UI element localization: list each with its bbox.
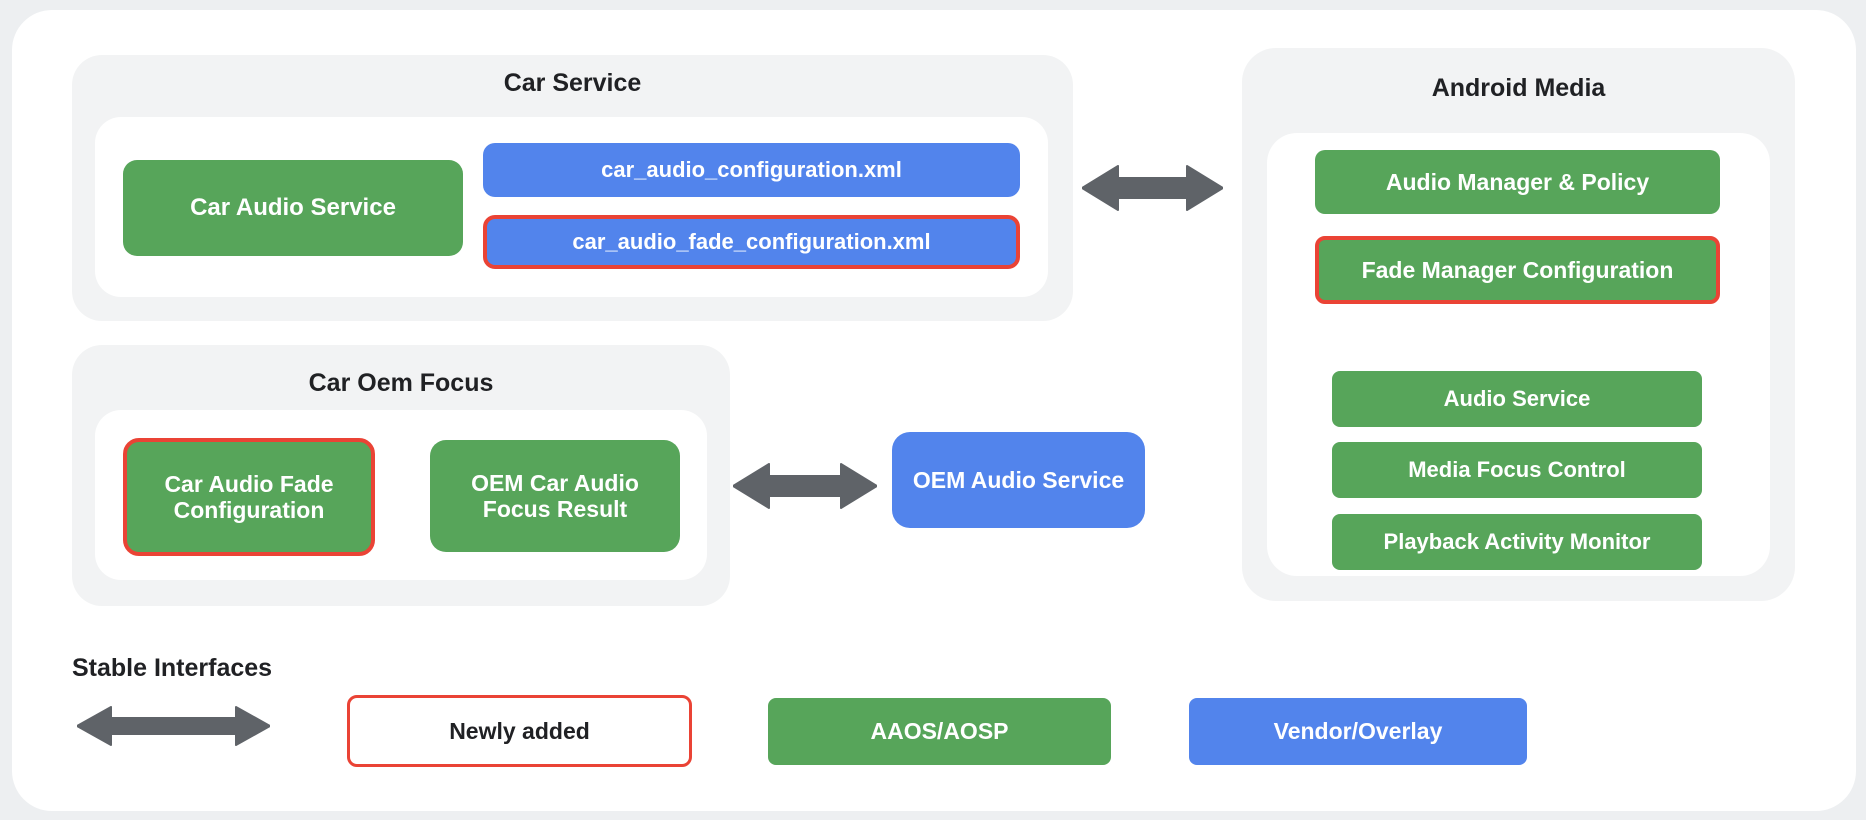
car-audio-fade-configuration-xml-box: car_audio_fade_configuration.xml <box>483 215 1020 269</box>
oem-car-audio-focus-result-box: OEM Car Audio Focus Result <box>430 440 680 552</box>
playback-activity-monitor-box: Playback Activity Monitor <box>1332 514 1702 570</box>
bidirectional-arrow-icon <box>77 706 270 746</box>
legend-aaos-aosp-box: AAOS/AOSP <box>768 698 1111 765</box>
car-service-title: Car Service <box>503 69 642 97</box>
car-oem-focus-title: Car Oem Focus <box>308 369 494 397</box>
car-audio-configuration-xml-box: car_audio_configuration.xml <box>483 143 1020 197</box>
bidirectional-arrow-icon <box>733 463 877 509</box>
stable-interfaces-label: Stable Interfaces <box>72 654 273 682</box>
car-audio-fade-configuration-box: Car Audio Fade Configuration <box>123 438 375 556</box>
legend-newly-added-box: Newly added <box>347 695 692 767</box>
android-media-group: Android Media Audio Manager & Policy Fad… <box>1242 48 1795 601</box>
car-service-inner-panel: Car Audio Service car_audio_configuratio… <box>95 117 1048 297</box>
bidirectional-arrow-icon <box>1082 165 1223 211</box>
oem-audio-service-box: OEM Audio Service <box>892 432 1145 528</box>
car-service-group: Car Service Car Audio Service car_audio_… <box>72 55 1073 321</box>
car-oem-focus-group: Car Oem Focus Car Audio Fade Configurati… <box>72 345 730 606</box>
fade-manager-configuration-box: Fade Manager Configuration <box>1315 236 1720 304</box>
media-focus-control-box: Media Focus Control <box>1332 442 1702 498</box>
audio-manager-policy-box: Audio Manager & Policy <box>1315 150 1720 214</box>
android-media-title: Android Media <box>1431 74 1606 102</box>
audio-service-box: Audio Service <box>1332 371 1702 427</box>
car-oem-focus-inner-panel: Car Audio Fade Configuration OEM Car Aud… <box>95 410 707 580</box>
car-audio-service-box: Car Audio Service <box>123 160 463 256</box>
legend-vendor-overlay-box: Vendor/Overlay <box>1189 698 1527 765</box>
android-media-inner-panel: Audio Manager & Policy Fade Manager Conf… <box>1267 133 1770 576</box>
